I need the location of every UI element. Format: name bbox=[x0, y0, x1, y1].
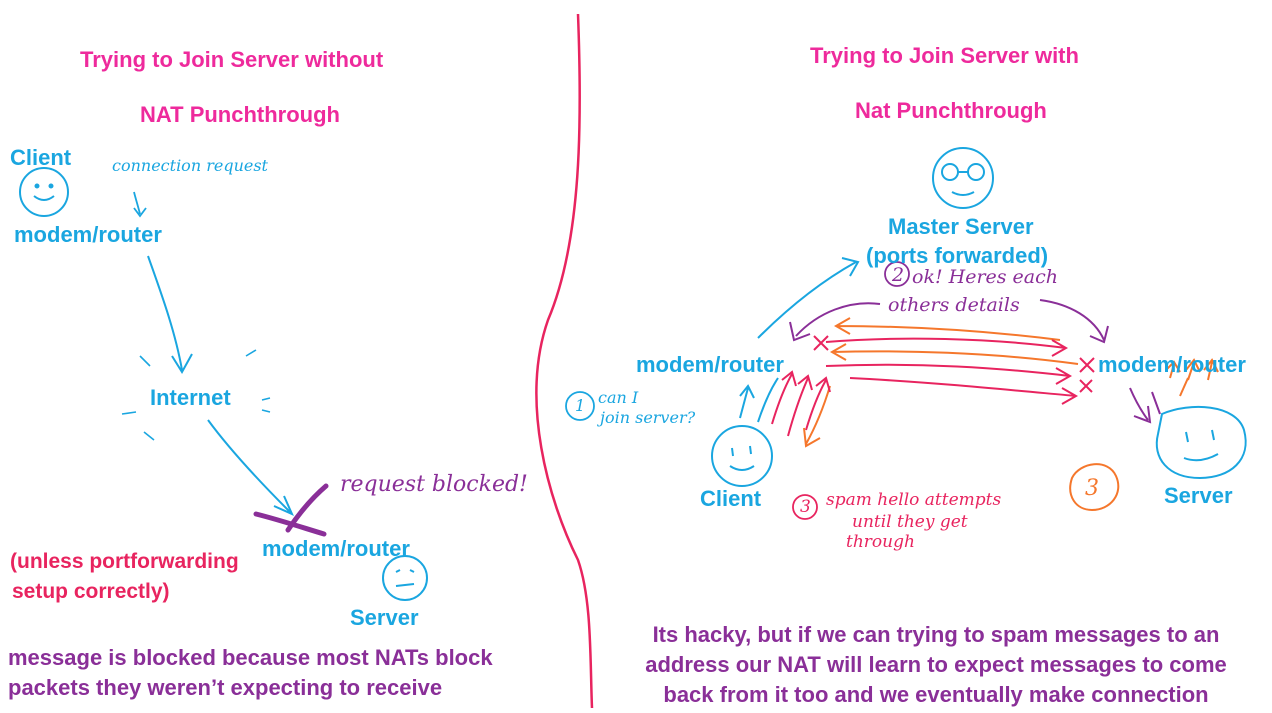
left-title-line2: NAT Punchthrough bbox=[140, 102, 340, 127]
right-client-label: Client bbox=[700, 486, 762, 511]
internet-cloud-marks bbox=[121, 349, 271, 441]
step2-circle bbox=[884, 261, 910, 287]
step3-line3: through bbox=[846, 532, 915, 552]
client-face-icon bbox=[19, 167, 69, 217]
left-client-router: modem/router bbox=[14, 222, 162, 247]
right-server-label: Server bbox=[1164, 483, 1233, 508]
left-unless-line1: (unless portforwarding bbox=[10, 550, 239, 573]
right-title-line1: Trying to Join Server with bbox=[810, 43, 1079, 68]
arrow-client-to-master bbox=[757, 257, 860, 339]
orange-punch-arrows bbox=[803, 317, 1219, 448]
right-server-router: modem/router bbox=[1098, 352, 1246, 377]
right-caption-line2: address our NAT will learn to expect mes… bbox=[645, 652, 1227, 677]
step3-badge-outline bbox=[1069, 463, 1120, 512]
left-title-line1: Trying to Join Server without bbox=[80, 47, 384, 72]
left-server-router: modem/router bbox=[262, 536, 410, 561]
right-caption-line1: Its hacky, but if we can trying to spam … bbox=[652, 622, 1220, 647]
left-unless-line2: setup correctly) bbox=[12, 580, 170, 603]
step3-badge: 3 bbox=[1085, 476, 1099, 501]
right-server-face-icon bbox=[1155, 405, 1247, 480]
server-face-icon bbox=[382, 555, 428, 601]
left-server-label: Server bbox=[350, 605, 419, 630]
blue-client-arrows bbox=[739, 377, 779, 423]
left-caption-line2: packets they weren’t expecting to receiv… bbox=[8, 675, 443, 700]
step3-number: 3 bbox=[800, 497, 811, 517]
left-internet-label: Internet bbox=[150, 385, 231, 410]
red-punch-arrows bbox=[771, 335, 1095, 437]
step3-line2: until they get bbox=[852, 512, 968, 532]
step3-circle bbox=[792, 494, 818, 520]
step1-circle bbox=[565, 391, 595, 421]
right-master-label-line1: Master Server bbox=[888, 214, 1034, 239]
right-master-label-line2: (ports forwarded) bbox=[866, 243, 1049, 268]
step2-number: 2 bbox=[892, 264, 905, 286]
right-client-face-icon bbox=[711, 425, 773, 487]
left-caption-line1: message is blocked because most NATs blo… bbox=[8, 645, 493, 670]
left-client-label: Client bbox=[10, 145, 72, 170]
step1-number: 1 bbox=[575, 396, 586, 415]
arrow-router-to-server-2 bbox=[1151, 391, 1161, 415]
step1-line1: can I bbox=[598, 388, 639, 407]
left-connection-note: connection request bbox=[112, 156, 268, 175]
right-caption-line3: back from it too and we eventually make … bbox=[663, 682, 1209, 707]
arrow-to-internet bbox=[147, 255, 193, 374]
right-title-line2: Nat Punchthrough bbox=[855, 98, 1047, 123]
step2-line2: others details bbox=[888, 294, 1020, 316]
divider-line bbox=[535, 13, 594, 709]
arrow-router-to-server bbox=[1129, 387, 1152, 424]
step3-line1: spam hello attempts bbox=[826, 490, 1002, 510]
arrow-to-server-router bbox=[207, 419, 294, 516]
blocked-x-icon bbox=[253, 483, 329, 537]
arrow-master-to-server-router bbox=[1039, 299, 1109, 344]
step2-line1: ok! Heres each bbox=[912, 266, 1059, 288]
step1-line2: join server? bbox=[600, 408, 696, 427]
right-client-router: modem/router bbox=[636, 352, 784, 377]
left-blocked-note: request blocked! bbox=[340, 472, 528, 497]
master-server-face-icon bbox=[932, 147, 994, 209]
request-arrow-small bbox=[133, 191, 147, 218]
arrow-master-to-client-router bbox=[789, 302, 881, 342]
